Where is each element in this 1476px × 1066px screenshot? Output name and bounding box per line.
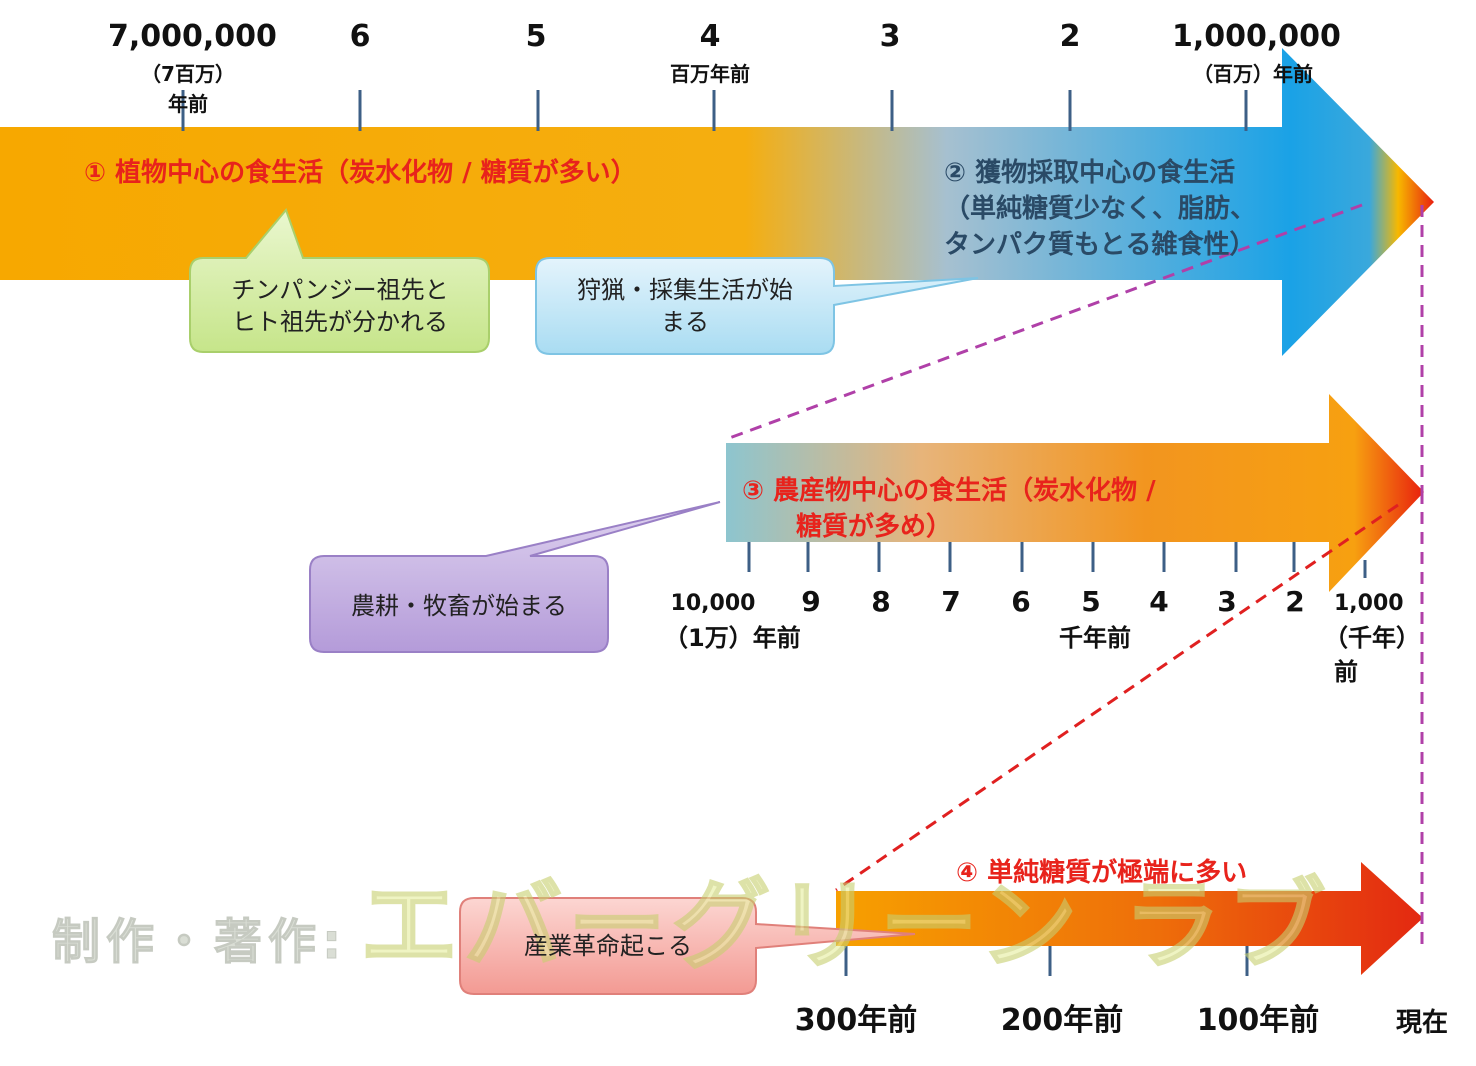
stage-2-line-3: タンパク質もとる雑食性）: [944, 229, 1256, 260]
timeline-1-ticks: [181, 90, 1248, 131]
stage-3-line-2: 糖質が多め）: [796, 511, 953, 542]
watermark-brand: エバーグリーン ラブ: [359, 868, 1332, 984]
callout-industry-text: 産業革命起こる: [524, 932, 692, 960]
timeline-3-ticks: [844, 946, 1249, 976]
stage-1-title: ① 植物中心の食生活（炭水化物 / 糖質が多い）: [84, 158, 637, 188]
zoom-line-1-left: [723, 203, 1363, 442]
tick-label-now: 現在: [1395, 1008, 1448, 1038]
zoom-connectors: [723, 203, 1424, 948]
stage-4-title: ④ 単純糖質が極端に多い: [956, 858, 1248, 888]
tick-label-5k: 5: [1081, 585, 1101, 618]
tick-label-7m-unit: 年前: [168, 92, 208, 116]
tick-label-1m-sub: （百万）年前: [1193, 62, 1313, 86]
tick-label-3k: 3: [1217, 585, 1237, 618]
callout-hunt-text: 狩猟・採集生活が始 まる: [538, 274, 832, 339]
callout-hunt-line-2: まる: [661, 308, 709, 337]
callout-hunt: [535, 257, 979, 355]
callout-agri-text: 農耕・牧畜が始まる: [351, 592, 567, 620]
zoom-line-2-left: [835, 503, 1399, 892]
timeline-arrow-3: [836, 862, 1423, 975]
watermark-prefix: 制作・著作:: [51, 914, 348, 971]
tick-label-6m: 6: [349, 19, 371, 54]
stage-2-title: ② 獲物採取中心の食生活 （単純糖質少なく、脂肪、 タンパク質もとる雑食性）: [944, 156, 1256, 264]
tick-label-9k: 9: [801, 585, 821, 618]
stage-2-line-2: （単純糖質少なく、脂肪、: [944, 193, 1257, 224]
callout-agri: [309, 501, 721, 653]
callout-industry: [459, 897, 916, 995]
callout-chimp-line-2: ヒト祖先が分かれる: [232, 308, 448, 337]
tick-label-10k-sub: （1万）年前: [664, 624, 801, 652]
tick-label-100y: 100年前: [1196, 1003, 1320, 1038]
callout-chimp-text: チンパンジー祖先と ヒト祖先が分かれる: [192, 274, 488, 339]
tick-label-1k-sub: （千年）: [1324, 624, 1420, 652]
callout-chimp-line-1: チンパンジー祖先と: [231, 276, 449, 304]
tick-label-7m-sub: （7百万）: [141, 62, 235, 86]
tick-label-1m: 1,000,000: [1172, 19, 1341, 54]
tick-label-1k-unit: 前: [1334, 658, 1358, 686]
tick-label-7m: 7,000,000: [108, 19, 277, 54]
stage-3-line-1: ③ 農産物中心の食生活（炭水化物 /: [742, 476, 1156, 506]
tick-label-3m: 3: [879, 19, 901, 54]
tick-label-1k: 1,000: [1334, 591, 1404, 616]
tick-label-4m: 4: [699, 19, 721, 54]
timeline-arrow-2: [726, 394, 1424, 592]
tick-label-5m: 5: [525, 19, 547, 54]
tick-label-10k: 10,000: [670, 591, 756, 616]
tick-label-4m-unit: 百万年前: [670, 62, 750, 86]
tick-label-6k: 6: [1011, 585, 1031, 618]
tick-label-2k: 2: [1285, 585, 1305, 618]
tick-label-300y: 300年前: [794, 1003, 918, 1038]
tick-label-7k: 7: [941, 585, 961, 618]
tick-label-kyr-unit: 千年前: [1059, 624, 1131, 652]
callout-chimp: [189, 208, 490, 353]
callout-hunt-line-1: 狩猟・採集生活が始: [577, 276, 793, 304]
tick-label-8k: 8: [871, 585, 891, 618]
stage-3-title: ③ 農産物中心の食生活（炭水化物 / 糖質が多め）: [742, 474, 1156, 546]
tick-label-200y: 200年前: [1000, 1003, 1124, 1038]
timeline-2-ticks: [747, 542, 1367, 578]
stage-2-line-1: ② 獲物採取中心の食生活: [944, 158, 1236, 188]
tick-label-4k: 4: [1149, 585, 1169, 618]
tick-label-2m: 2: [1059, 19, 1081, 54]
